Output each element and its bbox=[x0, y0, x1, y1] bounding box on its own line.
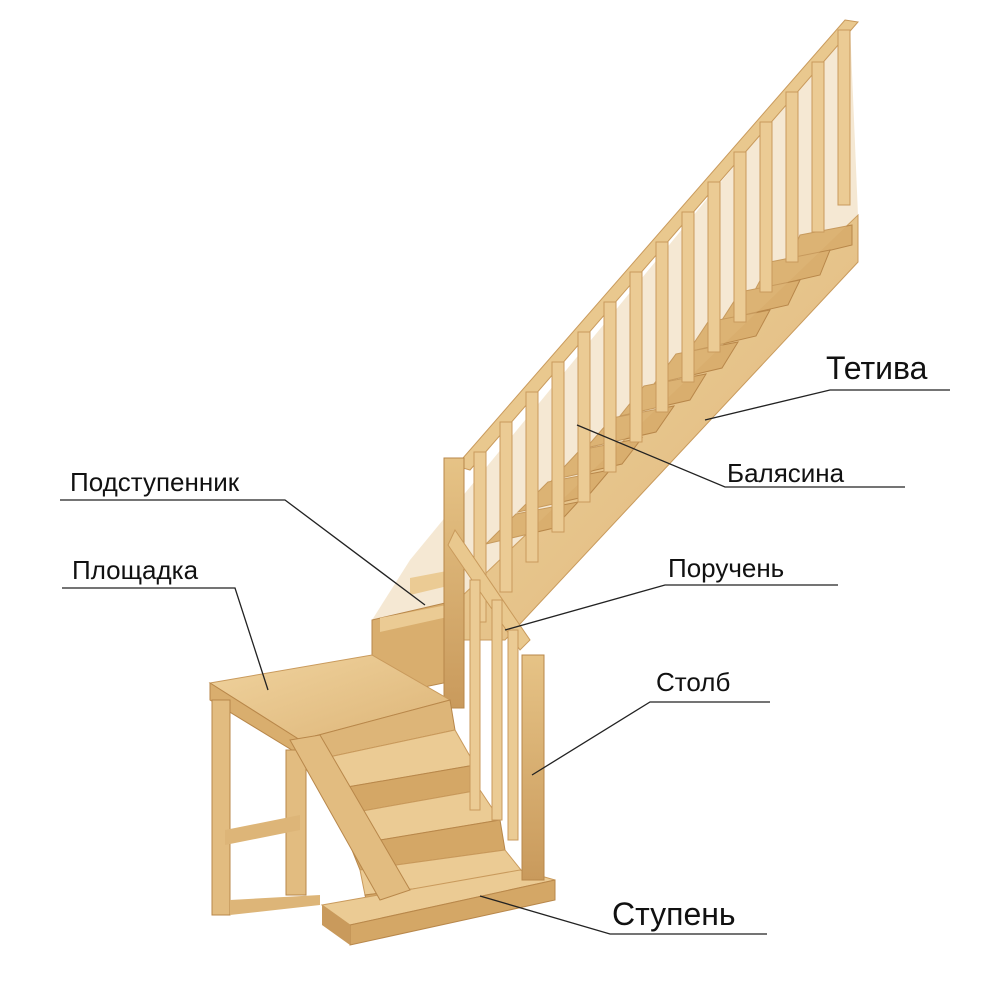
lower-newel-post bbox=[469, 579, 545, 881]
label-landing: Площадка bbox=[72, 555, 199, 585]
leader-balyasina bbox=[576, 424, 905, 488]
label-handrail: Поручень bbox=[668, 553, 785, 583]
lower-flight-steps bbox=[299, 699, 556, 946]
leader-stupen bbox=[479, 895, 767, 935]
middle-newel-post bbox=[443, 457, 531, 709]
leader-lines bbox=[60, 389, 950, 935]
landing bbox=[208, 654, 452, 916]
label-baluster: Балясина bbox=[727, 458, 845, 488]
leader-podstupennik bbox=[60, 499, 426, 606]
label-stringer: Тетива bbox=[826, 350, 928, 386]
label-riser: Подступенник bbox=[70, 467, 240, 497]
label-step: Ступень bbox=[612, 896, 736, 932]
leader-ploshchadka bbox=[62, 587, 269, 691]
leader-poruchen bbox=[504, 584, 838, 631]
label-newel-post: Столб bbox=[656, 667, 731, 697]
leader-stolb bbox=[531, 701, 770, 776]
leader-tetiva bbox=[704, 389, 950, 421]
lower-stringer bbox=[289, 734, 411, 901]
